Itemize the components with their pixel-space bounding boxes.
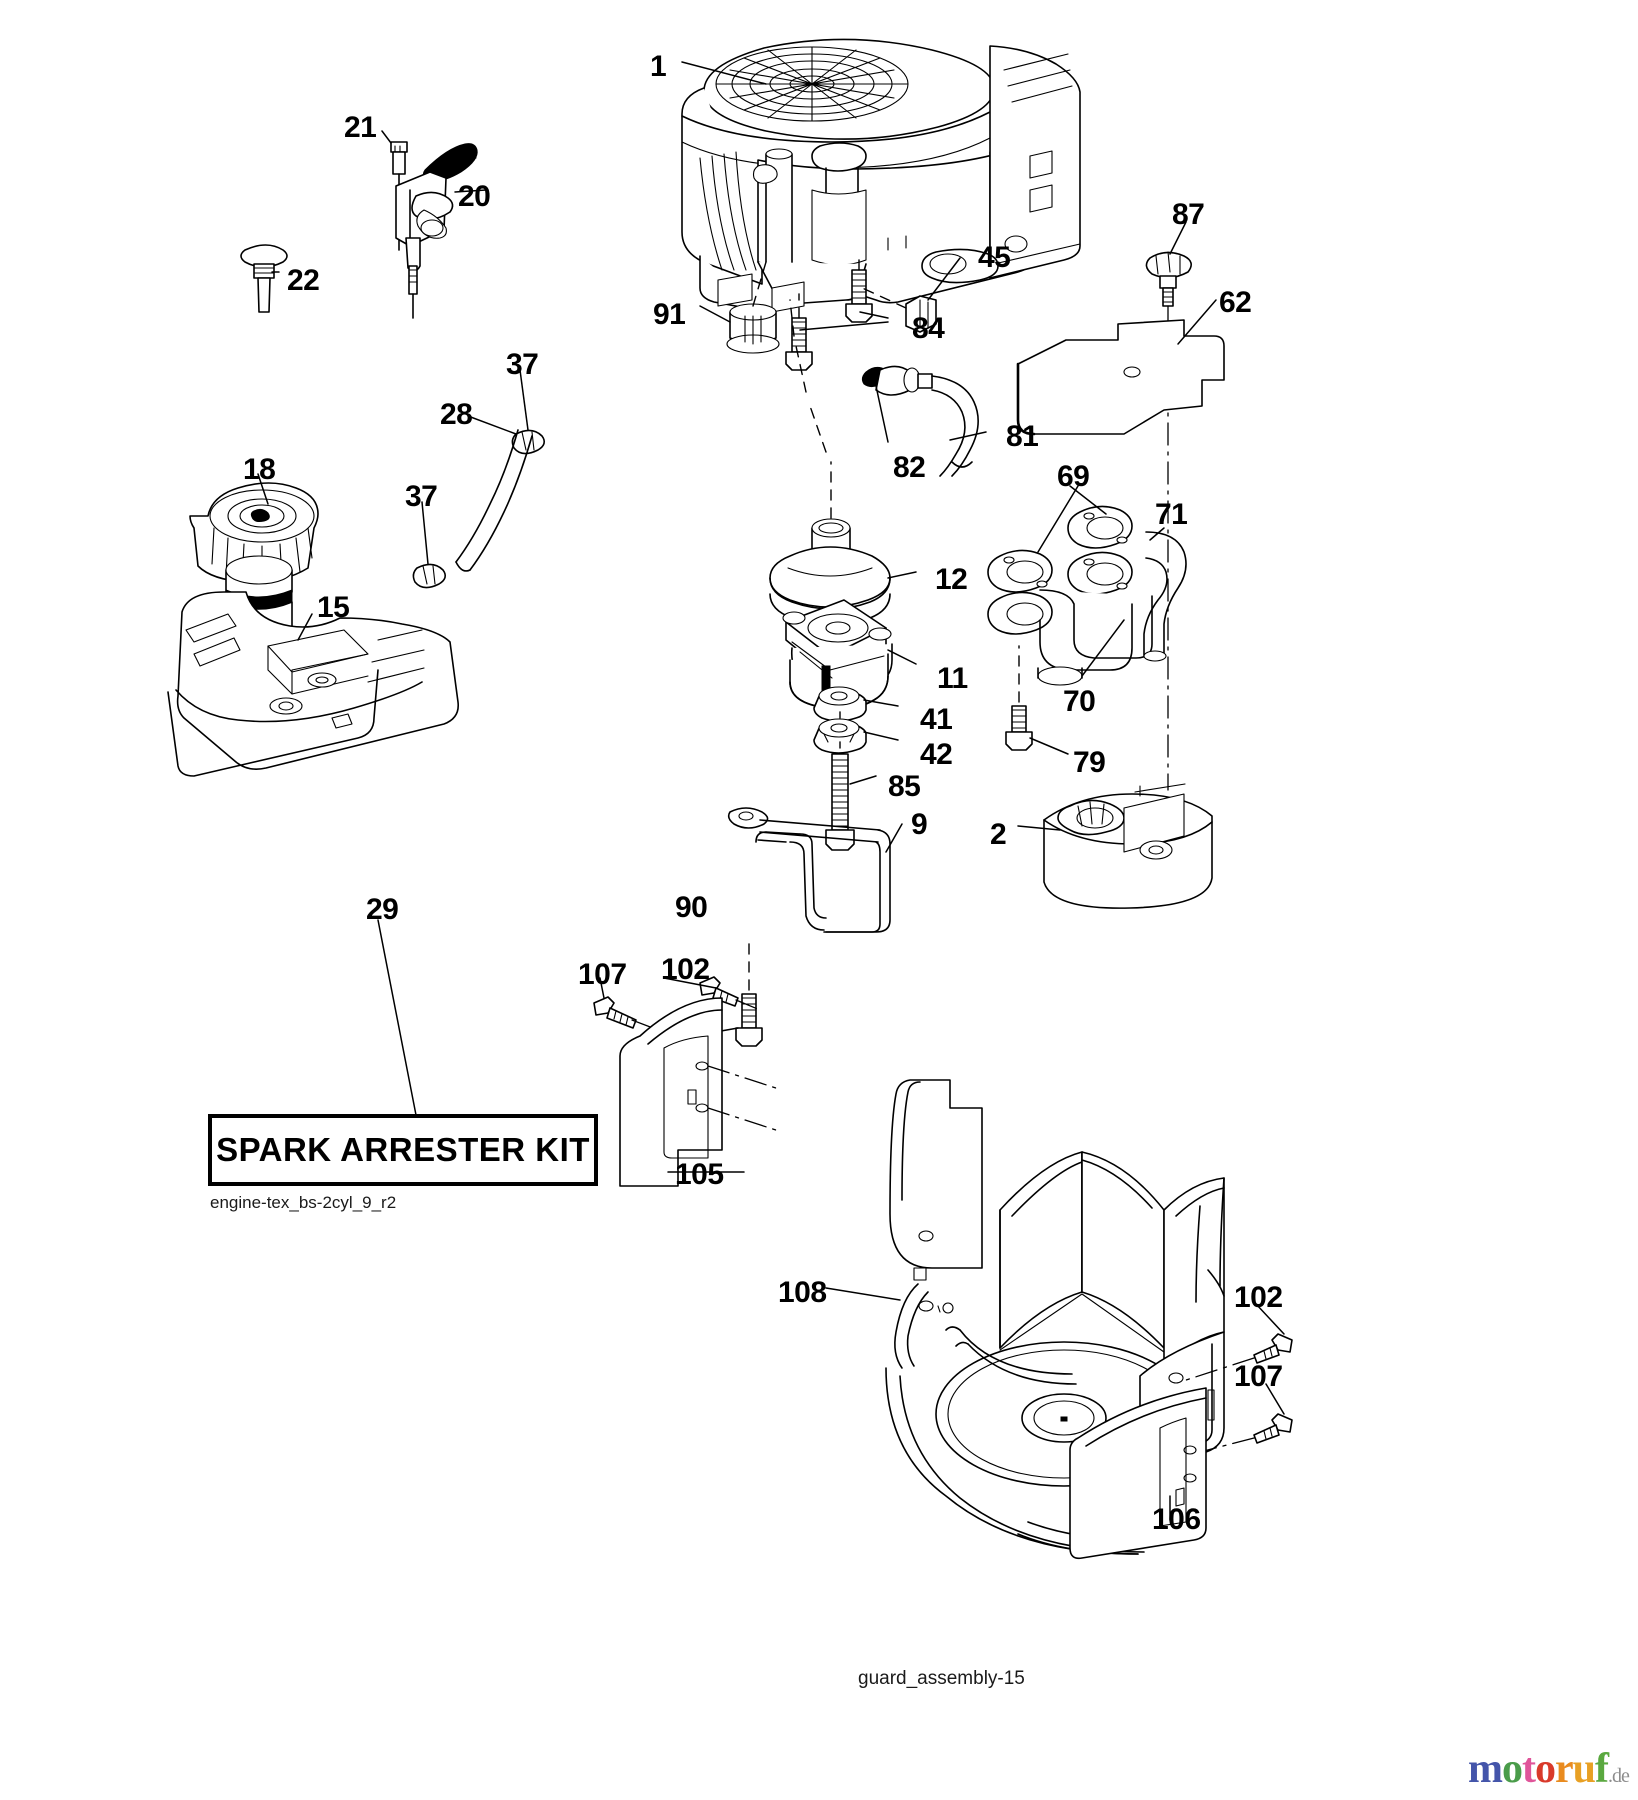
clutch-brake-part-11: [782, 599, 917, 710]
callout-nut-45: 45: [978, 241, 1011, 274]
wm-o1: o: [1502, 1746, 1523, 1792]
callout-bolt-21: 21: [344, 111, 377, 144]
callout-spark-arrester-kit-29: 29: [366, 893, 399, 926]
callout-screw-102: 102: [1234, 1281, 1283, 1314]
callout-breather-hose-81: 81: [1006, 420, 1039, 453]
callout-bolt-84: 84: [912, 312, 945, 345]
kit-leader: [377, 919, 417, 1116]
callout-gasket-69: 69: [1057, 460, 1090, 493]
callout-pulley-12: 12: [935, 563, 968, 596]
washer-part-41: [813, 686, 899, 722]
nut-part-45: [857, 257, 961, 333]
callout-fuel-tank-15: 15: [317, 591, 350, 624]
callout-clutch-brake-11: 11: [937, 662, 968, 695]
callout-spacer-91: 91: [653, 298, 686, 331]
bolt-part-85: [825, 711, 877, 851]
wm-f: f: [1595, 1746, 1609, 1792]
guard-panel-left-part-105: [619, 997, 783, 1187]
exhaust-elbow-part-70: [1037, 589, 1153, 686]
wm-m: m: [1468, 1746, 1503, 1792]
guard-main-part-108: [825, 1079, 1225, 1555]
callout-engine-1: 1: [650, 50, 667, 83]
callout-muffler-2: 2: [990, 818, 1007, 851]
callout-washer-41: 41: [920, 703, 953, 736]
callout-clamp-37: 37: [506, 348, 539, 381]
callout-screw-102: 102: [661, 953, 710, 986]
callout-heat-shield-62: 62: [1219, 286, 1252, 319]
bolt-part-79: [1005, 645, 1069, 755]
screw-part-22: [240, 244, 288, 313]
callout-fuel-hose-28: 28: [440, 398, 473, 431]
bolt-part-90: [703, 941, 763, 1047]
screw-part-107-lower: [1199, 1383, 1293, 1453]
spark-arrester-kit-label: SPARK ARRESTER KIT: [216, 1131, 590, 1168]
wm-tld: .de: [1608, 1765, 1630, 1787]
bolt-part-84: [785, 251, 889, 371]
exhaust-pipe-part-71: [1143, 527, 1187, 662]
throttle-control-part-20: [395, 143, 487, 319]
callout-exhaust-pipe-71: 71: [1155, 498, 1188, 531]
callout-guard-panel-left-105: 105: [675, 1158, 724, 1191]
caption-guard: guard_assembly-15: [858, 1668, 1025, 1689]
callout-screw-107: 107: [1234, 1360, 1283, 1393]
wm-t: t: [1522, 1746, 1536, 1792]
muffler-part-2: [1017, 539, 1213, 909]
caption-engine: engine-tex_bs-2cyl_9_r2: [210, 1193, 397, 1212]
screw-part-102-lower: [1179, 1303, 1293, 1383]
callout-fitting-82: 82: [893, 451, 926, 484]
breather-hose-part-81: [861, 365, 987, 477]
callout-throttle-control-20: 20: [458, 180, 491, 213]
guard-panel-right-part-106: [1069, 1387, 1207, 1560]
callout-bracket-9: 9: [911, 808, 928, 841]
callout-guard-panel-right-106: 106: [1152, 1503, 1201, 1536]
callout-bolt-85: 85: [888, 770, 921, 803]
motoruf-watermark: motoruf.de: [1468, 1746, 1630, 1792]
callout-fuel-cap-18: 18: [243, 453, 276, 486]
callout-bolt-90: 90: [675, 891, 708, 924]
pulley-part-12: [769, 299, 917, 626]
callout-screw-22: 22: [287, 264, 320, 297]
fuel-hose-part-28: [455, 415, 533, 572]
callout-screw-107: 107: [578, 958, 627, 991]
engine-part-1: [681, 38, 1081, 313]
screw-part-102-upper: [663, 976, 761, 1011]
fuel-tank-part-15: [167, 555, 460, 777]
callout-bolt-79: 79: [1073, 746, 1106, 779]
callout-knob-bolt-87: 87: [1172, 198, 1205, 231]
bracket-part-9: [727, 807, 903, 933]
fuel-cap-part-18: [189, 473, 319, 585]
gasket-part-69: [987, 485, 1133, 635]
wm-o2: o: [1535, 1746, 1556, 1792]
spark-arrester-kit-box: SPARK ARRESTER KIT: [208, 1114, 598, 1186]
spacer-part-91: [699, 261, 780, 354]
wm-u: u: [1572, 1746, 1596, 1792]
callout-exhaust-elbow-70: 70: [1063, 685, 1096, 718]
wm-r: r: [1555, 1746, 1574, 1792]
callout-guard-main-108: 108: [778, 1276, 827, 1309]
callout-clamp-37: 37: [405, 480, 438, 513]
heat-shield-part-62: [1016, 299, 1225, 436]
clamp-part-37: [412, 369, 546, 589]
callout-washer-42: 42: [920, 738, 953, 771]
washer-part-42: [813, 718, 899, 754]
